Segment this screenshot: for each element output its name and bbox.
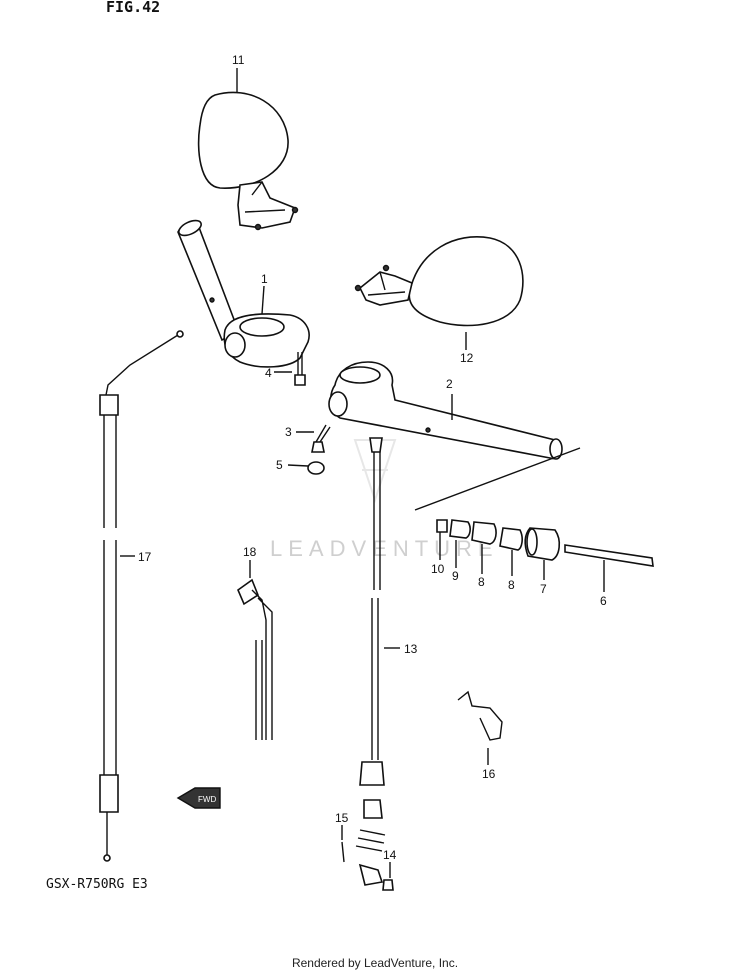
bolt-part-3[interactable] xyxy=(311,424,331,453)
callout-13: 13 xyxy=(404,642,418,656)
screw-part-14[interactable] xyxy=(382,879,394,891)
callout-4: 4 xyxy=(265,366,272,380)
callout-12: 12 xyxy=(460,351,474,365)
model-code: GSX-R750RG E3 xyxy=(46,877,148,892)
watermark-text: LEADVENTURE xyxy=(270,536,499,561)
clutch-cable[interactable] xyxy=(99,330,184,862)
right-handlebar[interactable] xyxy=(328,361,563,460)
clip-part-16[interactable] xyxy=(457,690,503,741)
callout-10: 10 xyxy=(431,562,445,576)
left-handlebar[interactable] xyxy=(177,217,310,368)
callout-17: 17 xyxy=(138,550,152,564)
callout-18: 18 xyxy=(243,545,257,559)
callout-7: 7 xyxy=(540,582,547,596)
callout-8b: 8 xyxy=(508,578,515,592)
figure-title: FIG.42 xyxy=(106,0,160,16)
callout-6: 6 xyxy=(600,594,607,608)
bolt-part-4[interactable] xyxy=(294,352,306,386)
callout-2: 2 xyxy=(446,377,453,391)
hose-part-18[interactable] xyxy=(237,578,273,740)
callout-15: 15 xyxy=(335,811,349,825)
bar-end-assembly[interactable] xyxy=(436,519,654,567)
right-mirror[interactable] xyxy=(354,236,524,327)
pin-part-15[interactable] xyxy=(341,841,345,863)
callout-14: 14 xyxy=(383,848,397,862)
callouts: 11 1 4 3 5 2 12 6 7 8 8 9 10 13 17 18 16… xyxy=(138,53,607,862)
callout-11: 11 xyxy=(232,53,245,67)
callout-8a: 8 xyxy=(478,575,485,589)
leader-lines xyxy=(120,68,605,878)
left-mirror[interactable] xyxy=(197,91,299,231)
fwd-label: FWD xyxy=(198,795,216,804)
callout-16: 16 xyxy=(482,767,496,781)
footer-credit: Rendered by LeadVenture, Inc. xyxy=(291,956,459,970)
callout-5: 5 xyxy=(276,458,283,472)
callout-3: 3 xyxy=(285,425,292,439)
throttle-cable[interactable] xyxy=(355,437,386,886)
fwd-arrow: FWD xyxy=(176,787,221,809)
callout-9: 9 xyxy=(452,569,459,583)
cap-part-5[interactable] xyxy=(307,461,325,475)
callout-1: 1 xyxy=(261,272,268,286)
